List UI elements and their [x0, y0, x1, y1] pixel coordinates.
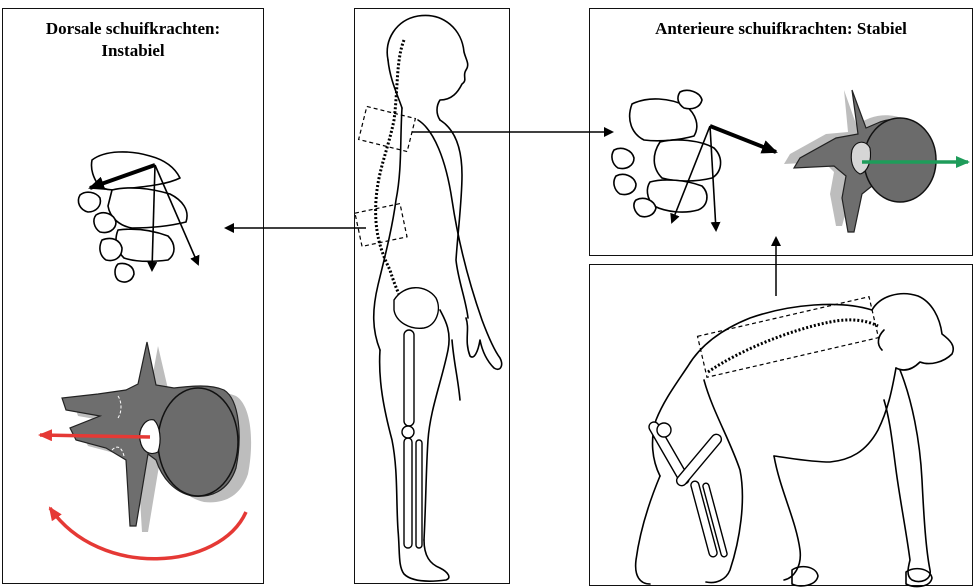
red-shear-arrow-left	[40, 435, 150, 437]
lateral-vertebrae-sketch-right	[612, 90, 721, 216]
human-region-boxes	[355, 106, 415, 246]
primate-skeleton-leg	[647, 420, 728, 558]
primate-figure	[636, 294, 954, 587]
human-figure	[374, 15, 502, 581]
human-spine	[376, 40, 406, 310]
